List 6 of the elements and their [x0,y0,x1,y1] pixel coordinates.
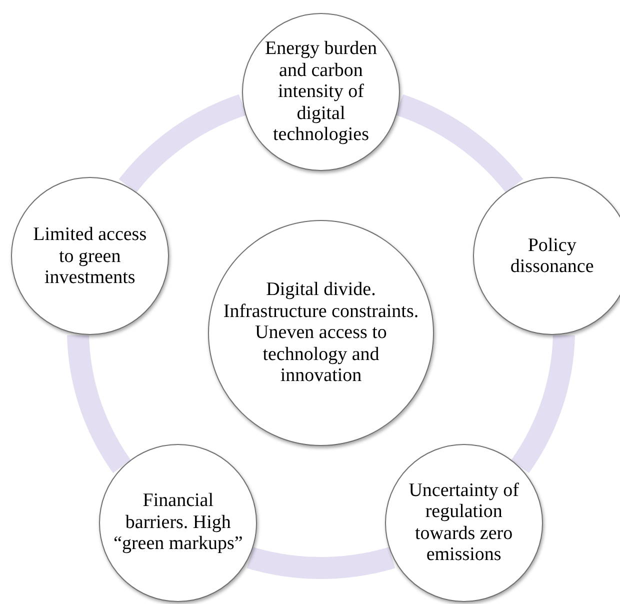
node-text: Uncertainty of regulation towards zero emissions [408,480,520,566]
node-text: Policy dissonance [509,234,595,278]
node-text: Digital divide. Infrastructure constraints. Uneven access to technology and innovation [222,279,420,387]
node-text: Limited access to green investments [32,224,148,289]
node-text: Energy burden and carbon intensity of digital technologies [264,38,378,146]
node-text: Financial barriers. High “green markups” [112,490,244,555]
